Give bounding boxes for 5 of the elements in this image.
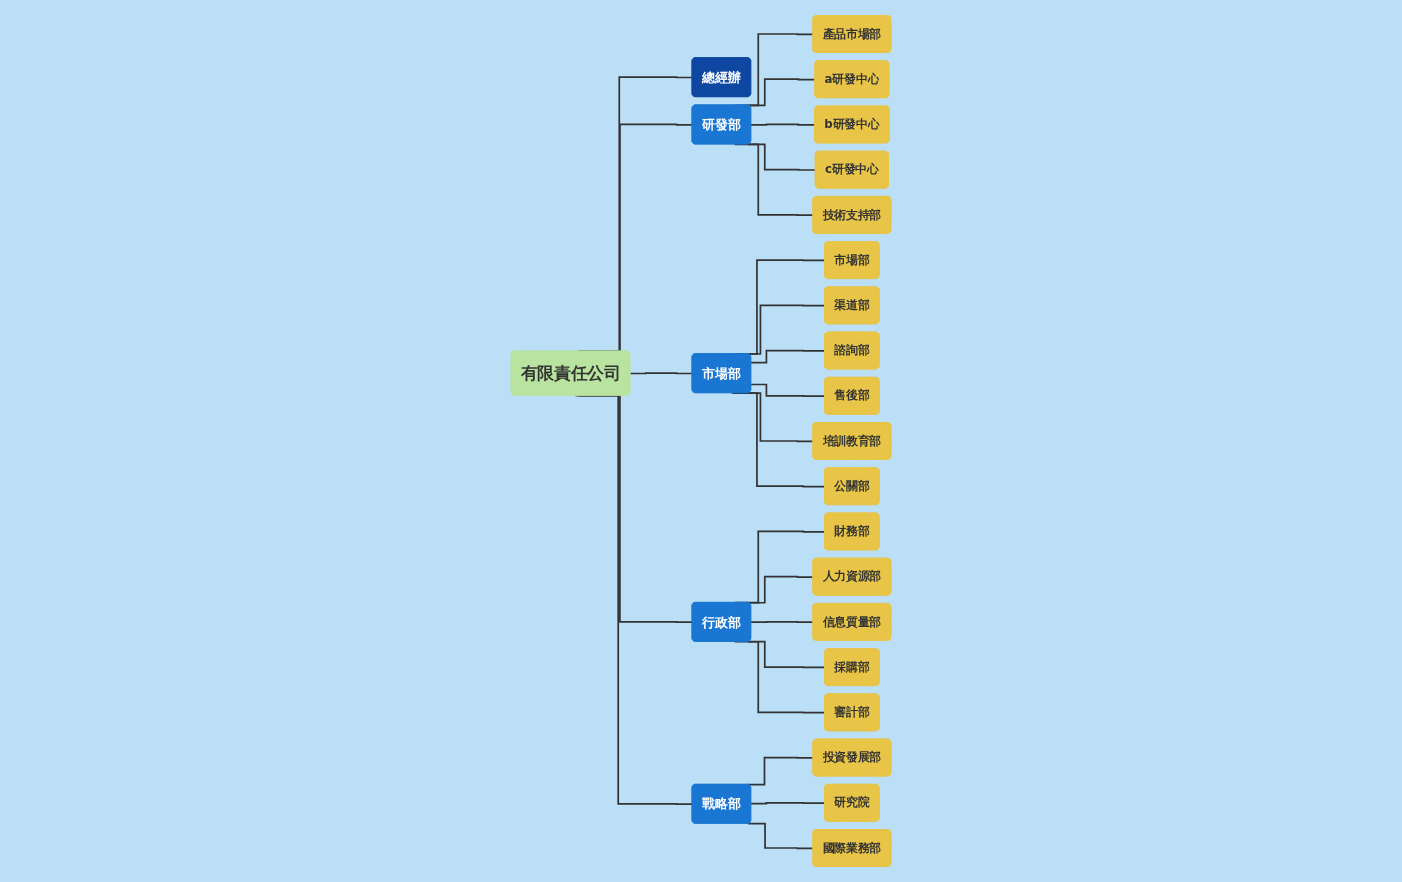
connector xyxy=(750,123,816,126)
connector xyxy=(750,349,826,364)
connector xyxy=(629,372,694,375)
connector xyxy=(750,383,826,397)
connector xyxy=(750,801,826,805)
